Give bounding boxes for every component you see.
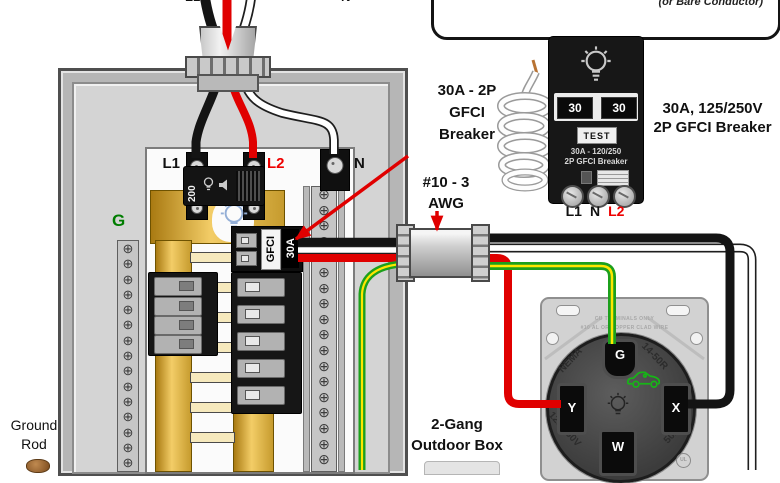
breaker-handle — [237, 359, 285, 378]
breaker-handle — [237, 305, 285, 324]
breaker-spec-line2: 2P GFCI Breaker — [564, 157, 628, 166]
gfci-breaker-rating: 30A — [282, 229, 299, 268]
breaker-handle-window: 30 30 — [554, 93, 638, 121]
gfci-breaker-photo: 30 30 TEST 30A - 120/250 2P GFCI Breaker — [548, 36, 644, 208]
breaker-spec-line1: 30A - 120/250 — [570, 147, 622, 156]
neutral-bus-rail-left — [303, 186, 310, 472]
outdoor-box-callout: 2-Gang Outdoor Box — [396, 414, 518, 456]
legend-box: (or Bare Conductor) — [431, 0, 780, 40]
w-slot: W — [599, 429, 637, 476]
panel-l2-label: L2 — [267, 155, 285, 172]
mounting-slot — [666, 305, 690, 316]
gfci-label-text: GFCI — [265, 236, 277, 263]
alarm-horn-icon — [219, 179, 227, 191]
branch-conduit-collar-right — [471, 224, 490, 282]
feeder-n-label-partial: N — [341, 0, 350, 4]
callout-line: Outdoor Box — [411, 437, 503, 454]
panel-neutral-label: N — [354, 155, 365, 172]
breaker-handle — [237, 386, 285, 405]
branch-conduit-body — [409, 228, 477, 278]
legend-note: (or Bare Conductor) — [658, 0, 764, 8]
main-breaker-rating: 200 — [187, 185, 198, 202]
lightbulb-icon — [203, 177, 214, 191]
breaker-handle-left: 30 — [557, 97, 593, 119]
ev-car-icon — [625, 366, 663, 392]
breaker-handle — [154, 335, 202, 354]
breaker-handle — [236, 251, 257, 266]
outdoor-box-graphic — [424, 461, 500, 475]
screw-icon — [326, 157, 344, 174]
callout-line: #10 - 3 — [422, 174, 470, 191]
panel-ground-label: G — [112, 211, 126, 230]
branch-breakers-left — [148, 272, 218, 356]
lightbulb-icon — [581, 46, 611, 81]
certification-logo — [581, 171, 592, 184]
callout-line: GFCI — [449, 104, 485, 121]
ground-bus-bar: ⊕ ⊕ ⊕ ⊕ ⊕ ⊕ ⊕ ⊕ ⊕ ⊕ ⊕ ⊕ ⊕ ⊕ ⊕ — [117, 240, 139, 472]
ground-rod-callout: Ground Rod — [6, 416, 62, 454]
breaker-handle — [154, 316, 202, 335]
mounting-slot — [556, 305, 580, 316]
warning-label — [597, 170, 629, 186]
neutral-lug — [320, 149, 350, 191]
ground-rod-graphic — [26, 459, 50, 473]
breaker-handle — [236, 233, 257, 248]
branch-breakers-right — [231, 272, 302, 414]
bus-stab-tab — [190, 432, 235, 443]
breaker-handle — [154, 277, 202, 296]
ul-listing-mark: UL — [676, 453, 691, 468]
breaker-caption-line2: 2P GFCI Breaker — [653, 119, 772, 136]
plate-emboss-text: #10 AL OR COPPER CLAD WIRE — [580, 325, 669, 331]
terminal-screw-icon — [561, 185, 584, 208]
bus-stab-tab — [190, 252, 235, 263]
breaker-handle-right: 30 — [601, 97, 637, 119]
mounting-hole — [546, 332, 559, 345]
callout-line: 2-Gang — [431, 416, 483, 433]
breaker-caption-line1: 30A, 125/250V — [662, 100, 763, 117]
callout-line: Rod — [21, 436, 47, 452]
neutral-bus-rail-right — [338, 186, 345, 472]
bus-stab-tab — [190, 372, 235, 383]
callout-line: Breaker — [439, 126, 495, 143]
terminal-screw-icon — [587, 185, 610, 208]
terminal-n-label: N — [589, 203, 601, 219]
feeder-l1-label-partial: L1 — [185, 0, 200, 4]
panel-l1-label: L1 — [162, 155, 180, 172]
callout-line: Ground — [10, 417, 58, 433]
callout-line: 30A - 2P — [437, 82, 497, 99]
breaker-terminal-labels: L1 N L2 — [548, 203, 642, 219]
gfci-breaker-installed: GFCI 30A — [231, 226, 303, 272]
test-button: TEST — [577, 127, 617, 144]
terminal-screw-icon — [613, 185, 636, 208]
callout-line: AWG — [428, 195, 464, 212]
y-slot: Y — [557, 383, 587, 435]
breaker-handle — [154, 297, 202, 316]
main-breaker-200a: 200 — [183, 166, 265, 206]
wire-gauge-callout: #10 - 3 AWG — [398, 172, 494, 214]
breaker-handle — [237, 278, 285, 297]
neutral-bus-bar: ⊕ ⊕ ⊕ ⊕ ⊕ ⊕ ⊕ ⊕ ⊕ ⊕ ⊕ ⊕ ⊕ ⊕ ⊕ ⊕ ⊕ ⊕ — [311, 186, 337, 472]
wiring-diagram: { "legend": { "note": "(or Bare Conducto… — [0, 0, 780, 470]
gfci-breaker-label: GFCI — [261, 229, 281, 270]
gfci-breaker-callout: 30A - 2P GFCI Breaker — [407, 80, 527, 146]
breaker-fins — [236, 171, 260, 201]
mounting-hole — [690, 332, 703, 345]
lightbulb-icon — [606, 392, 630, 420]
breaker-caption: 30A, 125/250V 2P GFCI Breaker — [645, 99, 780, 137]
terminal-l1-label: L1 — [565, 203, 582, 219]
service-conduit-collar — [197, 74, 259, 92]
gfci-rating-text: 30A — [284, 238, 297, 259]
breaker-spec-text: 30A - 120/250 2P GFCI Breaker — [549, 147, 643, 167]
breaker-handle — [237, 332, 285, 351]
terminal-l2-label: L2 — [608, 203, 625, 219]
x-slot: X — [661, 383, 691, 435]
bus-stab-tab — [190, 402, 235, 413]
plate-emboss-text: CU TERMINALS ONLY — [594, 316, 655, 322]
